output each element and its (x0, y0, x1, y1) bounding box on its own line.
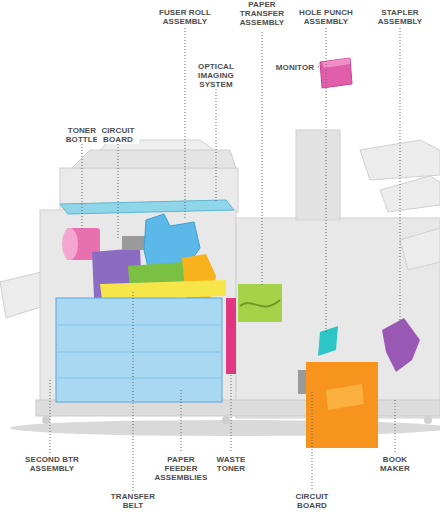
monitor-bevel (322, 58, 350, 68)
optical-glass (60, 200, 234, 214)
feeder-drawer-line (56, 325, 222, 326)
document-feeder (72, 150, 236, 168)
part-label: WASTE TONER (212, 455, 250, 473)
part-label: CIRCUIT BOARD (290, 492, 334, 510)
leader-line (82, 144, 83, 230)
leader-line (326, 28, 327, 332)
leader-line (216, 89, 217, 202)
finisher-body (236, 218, 440, 418)
part-label: SECOND BTR ASSEMBLY (22, 455, 82, 473)
main-body (40, 210, 236, 402)
part-label: TONER BOTTLE (62, 126, 102, 144)
caster (424, 416, 432, 424)
part-label: OPTICAL IMAGING SYSTEM (193, 62, 239, 89)
part-label: CIRCUIT BOARD (97, 126, 139, 144)
circuit-board-shape (122, 236, 146, 250)
leader-line (185, 28, 186, 218)
feeder-drawer-line (56, 352, 222, 353)
paper-path (240, 300, 280, 306)
paper-feeder-shape (56, 298, 222, 402)
waste-toner-shape (226, 298, 236, 374)
leader-line (133, 292, 134, 491)
part-label: STAPLER ASSEMBLY (374, 8, 426, 26)
leader-line (312, 392, 313, 491)
part-label: BOOK MAKER (377, 455, 413, 473)
leader-line (318, 67, 322, 68)
book-maker-shape (306, 362, 378, 448)
caster (222, 416, 230, 424)
transfer-belt-shape (100, 280, 226, 300)
part-label: PAPER TRANSFER ASSEMBLY (237, 0, 287, 27)
book-maker-slot (326, 384, 364, 410)
leader-line (231, 372, 232, 453)
leader-line (181, 390, 182, 453)
part-label: MONITOR (273, 63, 317, 72)
monitor-arm (296, 130, 340, 220)
leader-lines (50, 28, 400, 491)
hole-punch-shape (318, 326, 338, 356)
leader-line (50, 380, 51, 453)
leader-line (118, 144, 119, 240)
monitor-screen (320, 58, 352, 88)
feeder-drawer-line (56, 378, 222, 379)
finisher-tray (400, 228, 440, 270)
part-label: HOLE PUNCH ASSEMBLY (295, 8, 357, 26)
leader-line (395, 400, 396, 453)
caster (42, 416, 50, 424)
leader-line (262, 32, 263, 286)
part-label: FUSER ROLL ASSEMBLY (156, 8, 214, 26)
finisher-tray (380, 176, 440, 212)
leader-line (400, 28, 401, 326)
toner-bottle-cap (62, 228, 78, 260)
paper-transfer-shape (238, 284, 282, 322)
part-label: PAPER FEEDER ASSEMBLIES (151, 455, 211, 482)
part-label: TRANSFER BELT (108, 492, 158, 510)
stapler-shape (382, 318, 420, 372)
